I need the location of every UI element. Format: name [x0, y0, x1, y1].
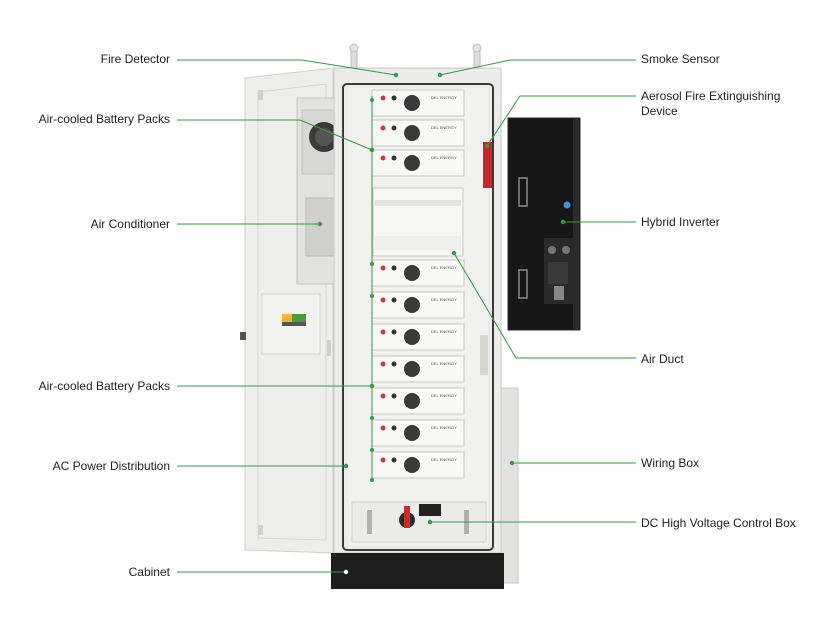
module-brand-text: DEL ENERGY [431, 361, 457, 366]
ac-distribution-panel [261, 293, 321, 355]
module-brand-text: DEL ENERGY [431, 125, 457, 130]
leader-battery-top [177, 119, 373, 151]
module-brand-text: DEL ENERGY [431, 393, 457, 398]
battery-guide-dot [370, 416, 374, 420]
module-brand-text: DEL ENERGY [431, 297, 457, 302]
hybrid-inverter-unit [507, 117, 581, 331]
label-fire-detector: Fire Detector [100, 52, 170, 66]
leader-aerosol-dot [484, 143, 490, 149]
battery-guide-dot [370, 478, 374, 482]
battery-module: DEL ENERGY [371, 419, 465, 447]
leader-air-duct-dot [451, 250, 457, 256]
label-aerosol-line1: Aerosol Fire Extinguishing [641, 89, 781, 103]
leader-fire-detector-dot [393, 72, 399, 78]
label-hybrid-inverter: Hybrid Inverter [641, 215, 720, 229]
leader-air-conditioner-dot [317, 221, 323, 227]
battery-module: DEL ENERGY [371, 119, 465, 147]
module-brand-text: DEL ENERGY [431, 329, 457, 334]
leader-aerosol [486, 95, 636, 147]
label-battery-packs-top: Air-cooled Battery Packs [38, 112, 170, 126]
leader-smoke-sensor-dot [437, 72, 443, 78]
battery-guide-dot [370, 262, 374, 266]
module-brand-text: DEL ENERGY [431, 425, 457, 430]
leader-cabinet-dot [343, 569, 349, 575]
leader-air-duct [453, 252, 636, 359]
leader-fire-detector [177, 59, 397, 76]
label-air-duct: Air Duct [641, 352, 684, 366]
module-brand-text: DEL ENERGY [431, 457, 457, 462]
leader-lines [177, 59, 636, 575]
battery-module: DEL ENERGY [371, 451, 465, 479]
label-dc-control-box: DC High Voltage Control Box [641, 516, 796, 530]
battery-module: DEL ENERGY [371, 355, 465, 383]
air-duct-panel [372, 187, 464, 257]
leader-smoke-sensor [439, 59, 636, 76]
battery-module: DEL ENERGY [371, 259, 465, 287]
label-wiring-box: Wiring Box [641, 456, 700, 470]
battery-module: DEL ENERGY [371, 291, 465, 319]
label-battery-packs-bottom: Air-cooled Battery Packs [38, 379, 170, 393]
label-aerosol-device: Aerosol Fire Extinguishing Device [641, 89, 831, 119]
battery-guide-dot [370, 148, 374, 152]
battery-guide-dot [370, 294, 374, 298]
label-ac-power-distribution: AC Power Distribution [52, 459, 170, 473]
leader-ac-distribution-dot [343, 463, 349, 469]
aerosol-device [483, 142, 492, 188]
module-brand-text: DEL ENERGY [431, 95, 457, 100]
battery-guide-dot [370, 384, 374, 388]
lifting-eye-left [349, 43, 359, 71]
label-aerosol-line2: Device [641, 104, 678, 118]
label-cabinet: Cabinet [128, 565, 170, 579]
battery-module: DEL ENERGY [371, 149, 465, 177]
leader-hybrid-inverter-dot [560, 219, 566, 225]
battery-modules: DEL ENERGY DEL ENERGY DEL ENERGY DEL ENERGY… [371, 89, 465, 479]
label-air-conditioner: Air Conditioner [90, 217, 170, 231]
leader-dc-control-box-dot [427, 519, 433, 525]
leader-wiring-box-dot [509, 460, 515, 466]
label-smoke-sensor: Smoke Sensor [641, 52, 720, 66]
battery-module: DEL ENERGY [371, 387, 465, 415]
module-brand-text: DEL ENERGY [431, 155, 457, 160]
battery-module: DEL ENERGY [371, 89, 465, 117]
battery-guide-dot [370, 98, 374, 102]
module-brand-text: DEL ENERGY [431, 265, 457, 270]
battery-module: DEL ENERGY [371, 323, 465, 351]
battery-guide-dot [370, 448, 374, 452]
